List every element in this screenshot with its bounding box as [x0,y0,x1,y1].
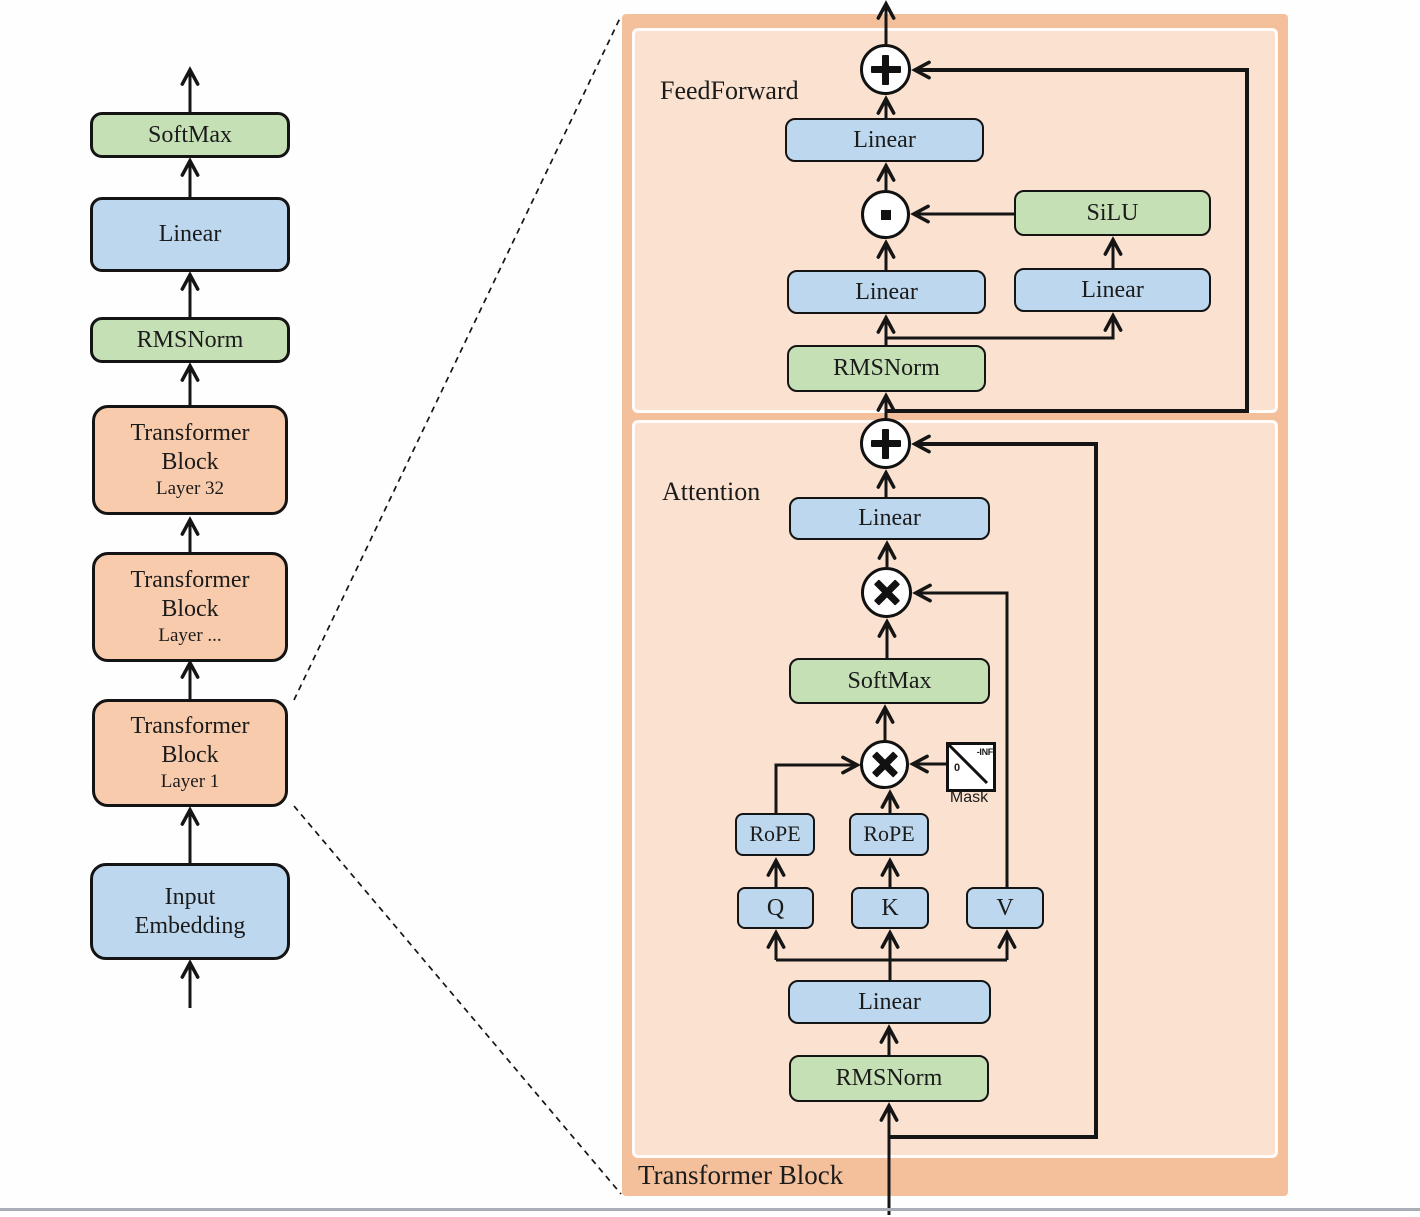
rope-q-box: RoPE [735,813,815,856]
ff-linear-left-box: Linear [787,270,986,314]
ff-linear-right-label: Linear [1081,276,1144,303]
ff-rmsnorm-label: RMSNorm [833,355,940,382]
block-title: Transformer Block [130,419,250,475]
attn-linear-in-box: Linear [788,980,991,1024]
attn-linear-in-label: Linear [858,988,921,1015]
attn-matmul-qk-icon [860,740,909,789]
left-softmax-box: SoftMax [90,112,290,158]
attn-rmsnorm-box: RMSNorm [789,1055,989,1102]
plus-vbar [882,54,889,85]
dot-square [880,209,891,220]
rope-k-label: RoPE [863,821,915,847]
mask-diagonal [947,743,989,785]
left-rmsnorm-box: RMSNorm [90,317,290,363]
left-linear-box: Linear [90,197,290,272]
transformer-block-panel-label: Transformer Block [638,1160,844,1190]
ff-elementwise-dot-icon [861,190,910,239]
v-label: V [996,894,1014,921]
attn-rmsnorm-label: RMSNorm [835,1065,943,1092]
transformer-block-layer1: Transformer Block Layer 1 [92,699,288,807]
block-layer: Layer 32 [155,478,225,500]
attn-matmul-v-icon [861,567,912,618]
q-label: Q [766,894,785,921]
block-layer: Layer 1 [160,771,220,793]
attn-linear-out-label: Linear [858,505,921,532]
mask-zero-label: 0 [954,762,961,774]
ff-linear-right-box: Linear [1014,268,1211,312]
v-box: V [966,887,1044,929]
mask-inf-label: -INF [976,747,994,757]
attn-linear-out-box: Linear [789,497,990,540]
ff-silu-label: SiLU [1086,199,1139,226]
rope-k-box: RoPE [849,813,929,856]
left-rmsnorm-label: RMSNorm [136,326,244,353]
plus-vbar [882,428,889,459]
ff-linear-out-label: Linear [853,126,916,153]
causal-mask-icon: -INF 0 [946,742,996,792]
feedforward-label: FeedForward [660,76,799,105]
left-linear-label: Linear [158,221,222,248]
mask-label: Mask [949,789,989,806]
block-title: Transformer Block [130,712,250,768]
ff-linear-out-box: Linear [785,118,984,162]
q-box: Q [737,887,814,929]
bottom-divider [0,1208,1420,1211]
left-softmax-label: SoftMax [148,121,232,148]
transformer-block-layer32: Transformer Block Layer 32 [92,405,288,515]
ff-rmsnorm-box: RMSNorm [787,345,986,392]
rope-q-label: RoPE [749,821,801,847]
transformer-block-layer-dots: Transformer Block Layer ... [92,552,288,662]
k-label: K [881,894,899,921]
attn-softmax-label: SoftMax [847,667,932,694]
k-box: K [851,887,929,929]
ff-add-icon [860,44,911,95]
input-embedding-box: Input Embedding [90,863,290,960]
attn-add-icon [860,418,911,469]
block-title: Transformer Block [130,566,250,622]
ff-linear-left-label: Linear [855,278,918,305]
attn-softmax-box: SoftMax [789,658,990,704]
ff-silu-box: SiLU [1014,190,1211,236]
block-layer: Layer ... [158,625,222,647]
attention-label: Attention [662,477,761,506]
input-embedding-label: Input Embedding [134,883,246,939]
